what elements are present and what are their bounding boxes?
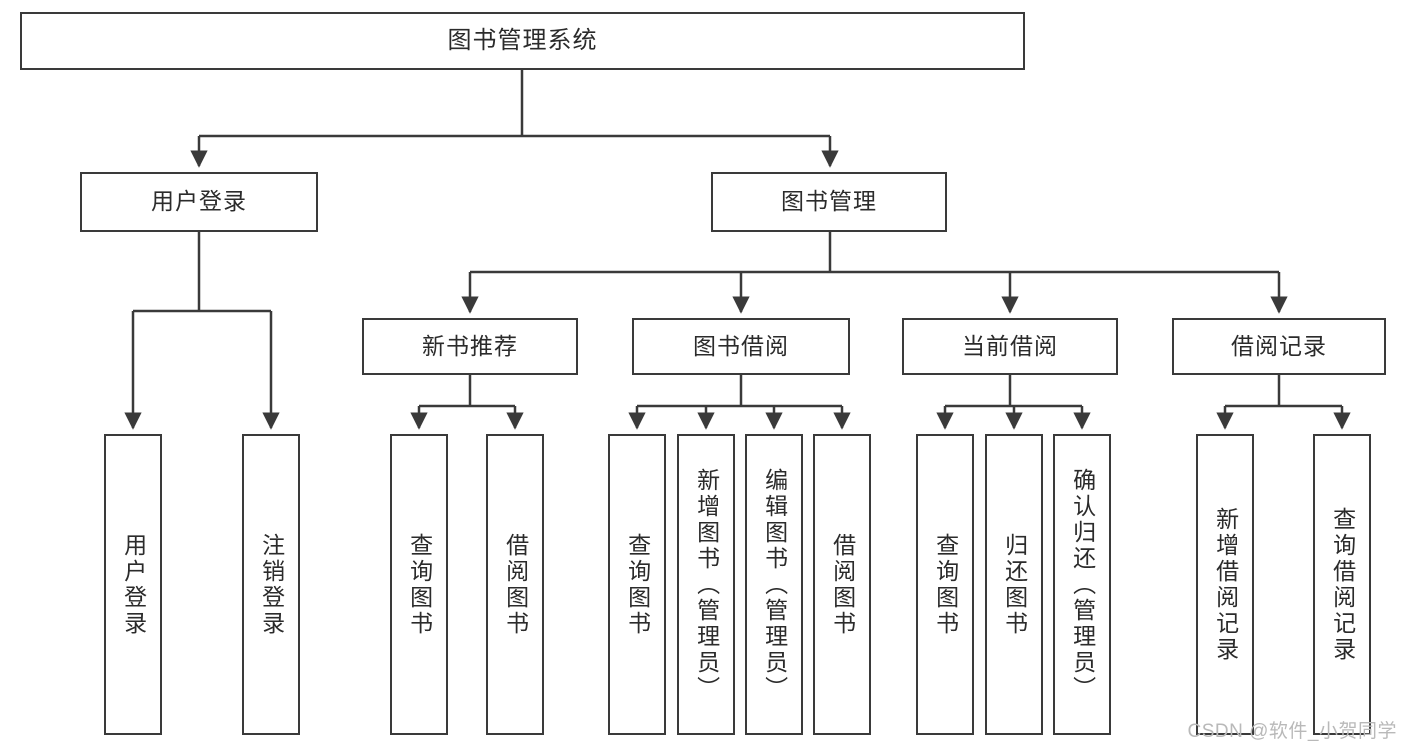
node-leaf-borrow-book-2[interactable]: 借阅图书: [813, 434, 871, 735]
node-leaf-query-book-3-label: 查询图书: [932, 532, 959, 637]
node-leaf-add-book-admin-label: 新增图书（管理员）: [693, 467, 720, 702]
node-leaf-borrow-book-1[interactable]: 借阅图书: [486, 434, 544, 735]
node-leaf-return-book[interactable]: 归还图书: [985, 434, 1043, 735]
node-book-borrow-label: 图书借阅: [693, 332, 789, 359]
node-leaf-query-book-2-label: 查询图书: [624, 532, 651, 637]
node-leaf-add-book-admin[interactable]: 新增图书（管理员）: [677, 434, 735, 735]
node-current-borrow[interactable]: 当前借阅: [902, 318, 1118, 375]
node-leaf-query-book-1[interactable]: 查询图书: [390, 434, 448, 735]
node-leaf-query-book-2[interactable]: 查询图书: [608, 434, 666, 735]
node-leaf-add-borrow-record[interactable]: 新增借阅记录: [1196, 434, 1254, 735]
node-leaf-edit-book-admin[interactable]: 编辑图书（管理员）: [745, 434, 803, 735]
node-leaf-query-book-3[interactable]: 查询图书: [916, 434, 974, 735]
node-root-label: 图书管理系统: [447, 26, 598, 54]
node-leaf-user-login[interactable]: 用户登录: [104, 434, 162, 735]
node-leaf-logout-label: 注销登录: [258, 532, 285, 637]
node-root[interactable]: 图书管理系统: [20, 12, 1025, 70]
node-leaf-add-borrow-record-label: 新增借阅记录: [1212, 506, 1239, 663]
node-current-borrow-label: 当前借阅: [962, 332, 1058, 359]
node-book-manage[interactable]: 图书管理: [711, 172, 947, 232]
node-user-login[interactable]: 用户登录: [80, 172, 318, 232]
node-borrow-record[interactable]: 借阅记录: [1172, 318, 1386, 375]
node-leaf-confirm-return-admin[interactable]: 确认归还（管理员）: [1053, 434, 1111, 735]
node-new-book-recommend[interactable]: 新书推荐: [362, 318, 578, 375]
node-new-book-recommend-label: 新书推荐: [422, 332, 518, 359]
node-book-borrow[interactable]: 图书借阅: [632, 318, 850, 375]
node-book-manage-label: 图书管理: [781, 188, 877, 215]
node-leaf-query-borrow-record-label: 查询借阅记录: [1329, 506, 1356, 663]
node-leaf-confirm-return-admin-label: 确认归还（管理员）: [1069, 467, 1096, 702]
watermark: CSDN @软件_小贺同学: [1187, 721, 1397, 742]
node-leaf-query-borrow-record[interactable]: 查询借阅记录: [1313, 434, 1371, 735]
node-leaf-logout[interactable]: 注销登录: [242, 434, 300, 735]
node-leaf-return-book-label: 归还图书: [1001, 532, 1028, 637]
node-leaf-borrow-book-1-label: 借阅图书: [502, 532, 529, 637]
node-user-login-label: 用户登录: [151, 188, 247, 215]
node-leaf-user-login-label: 用户登录: [120, 532, 147, 637]
node-borrow-record-label: 借阅记录: [1231, 332, 1327, 359]
node-leaf-borrow-book-2-label: 借阅图书: [829, 532, 856, 637]
node-leaf-query-book-1-label: 查询图书: [406, 532, 433, 637]
node-leaf-edit-book-admin-label: 编辑图书（管理员）: [761, 467, 788, 702]
